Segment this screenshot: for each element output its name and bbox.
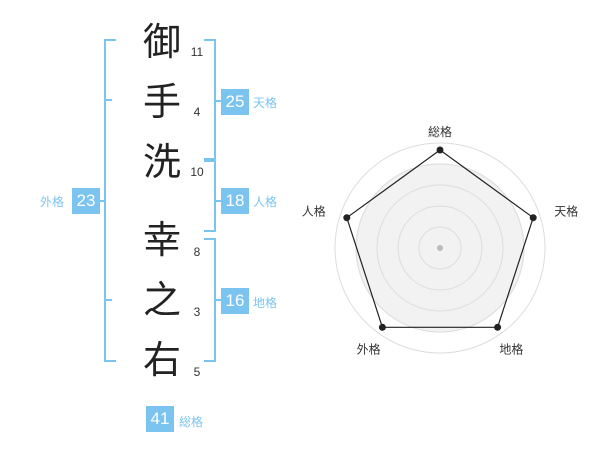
radar-point-2: [529, 214, 537, 222]
jinkaku-score: 18: [221, 188, 249, 214]
gaikaku-label: 外格: [40, 195, 65, 209]
radar-point-4: [378, 323, 386, 331]
jinkaku-label: 人格: [253, 195, 278, 209]
name-char-6: 右: [142, 338, 181, 382]
soukaku-score: 41: [146, 406, 174, 432]
stroke-count-1: 11: [190, 45, 204, 59]
stroke-count-3: 10: [190, 165, 204, 179]
radar-grid-ring: [334, 142, 546, 354]
stroke-count-2: 4: [193, 105, 201, 119]
radar-axis-label-4: 外格: [357, 342, 381, 357]
radar-center-dot: [437, 245, 443, 251]
stroke-count-4: 8: [193, 245, 201, 259]
radar-series-polygon: [346, 149, 534, 328]
gaikaku-bracket-tick: [104, 99, 112, 101]
tenkaku-label: 天格: [253, 96, 278, 110]
stroke-count-6: 5: [193, 365, 201, 379]
chikaku-score: 16: [221, 288, 249, 314]
radar-axis-label-1: 総格: [428, 124, 452, 139]
radar-axis-label-2: 天格: [554, 204, 578, 219]
name-char-2: 手: [142, 80, 181, 124]
stroke-count-5: 3: [193, 305, 201, 319]
radar-point-1: [436, 146, 444, 154]
radar-grid-ring: [376, 184, 504, 312]
chikaku-label: 地格: [253, 296, 278, 310]
gaikaku-score: 23: [72, 188, 100, 214]
name-char-4: 幸: [142, 218, 181, 262]
soukaku-label: 総格: [179, 415, 204, 429]
jinkaku-bracket: [204, 158, 216, 232]
name-char-5: 之: [142, 278, 181, 322]
radar-axis-label-3: 地格: [499, 342, 523, 357]
radar-axis-label-5: 人格: [302, 204, 326, 219]
name-char-1: 御: [142, 20, 181, 64]
tenkaku-connector: [214, 100, 222, 102]
name-char-3: 洗: [142, 140, 181, 184]
chikaku-connector: [214, 299, 222, 301]
tenkaku-score: 25: [221, 89, 249, 115]
jinkaku-connector: [214, 200, 222, 202]
radar-point-3: [494, 323, 502, 331]
gaikaku-bracket-tick: [104, 299, 112, 301]
radar-point-5: [343, 214, 351, 222]
radar-grid-ring: [418, 226, 462, 270]
radar-grid-ring: [397, 205, 483, 291]
gaikaku-bracket: [104, 39, 116, 362]
